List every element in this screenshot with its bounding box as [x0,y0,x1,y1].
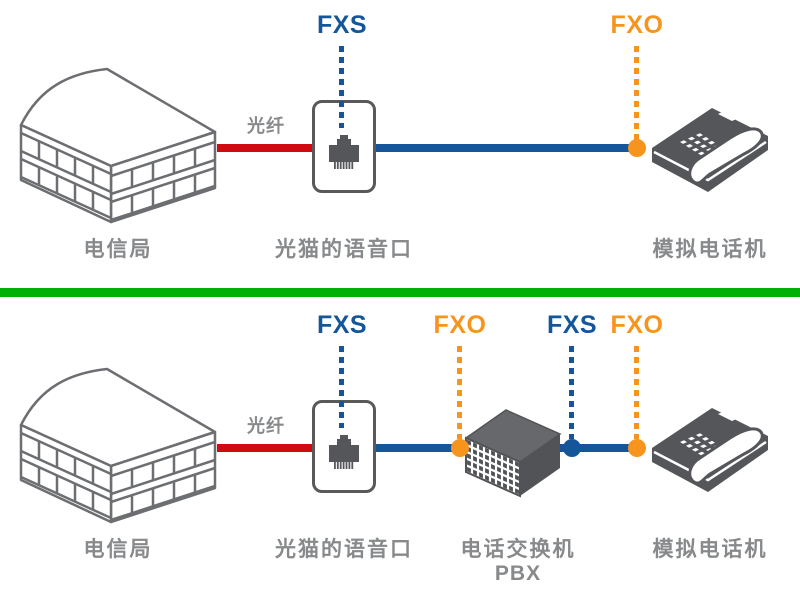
fxs-dotted-connector-pbx [569,346,574,439]
pbx-sub-label: PBX [494,562,542,585]
modem-voice-port-label: 光猫的语音口 [275,238,413,261]
fiber-line-label: 光纤 [247,416,285,436]
fxo-port-dot [628,139,646,157]
pbx-switch-icon [462,404,564,502]
analog-phone-label: 模拟电话机 [652,238,768,261]
analog-phone-label: 模拟电话机 [652,538,768,561]
fxo-port-dot-pbx [451,439,469,457]
fxo-port-label-phone: FXO [610,311,664,339]
optical-modem-box [312,400,376,493]
telecom-office-label: 电信局 [83,238,153,261]
rj11-voice-jack-icon [329,135,359,169]
fxo-dotted-connector-pbx [457,346,462,439]
optical-modem-box [312,100,376,193]
telecom-office-building-icon [19,67,217,224]
fxs-port-label-modem: FXS [316,311,368,339]
voice-line [375,144,637,152]
fxo-dotted-connector [634,46,639,140]
rj11-voice-jack-icon [329,435,359,469]
fxo-port-dot-phone [628,439,646,457]
fiber-line [217,144,316,152]
fxs-port-label: FXS [316,11,368,39]
fxs-dotted-connector-modem [339,346,344,428]
modem-voice-port-label: 光猫的语音口 [275,538,413,561]
analog-phone-icon [650,404,770,494]
fxo-port-label-pbx: FXO [433,311,487,339]
fxo-port-label: FXO [610,11,664,39]
section-divider-line [0,288,800,297]
fxo-dotted-connector-phone [634,346,639,439]
telecom-office-building-icon [19,367,217,524]
pbx-label: 电话交换机 [460,538,576,561]
fiber-line [217,444,316,452]
fxs-port-dot-pbx [563,439,581,457]
telecom-office-label: 电信局 [83,538,153,561]
fiber-line-label: 光纤 [247,116,285,136]
analog-phone-icon [650,104,770,194]
fxs-dotted-connector [339,46,344,128]
fxs-port-label-pbx: FXS [546,311,598,339]
